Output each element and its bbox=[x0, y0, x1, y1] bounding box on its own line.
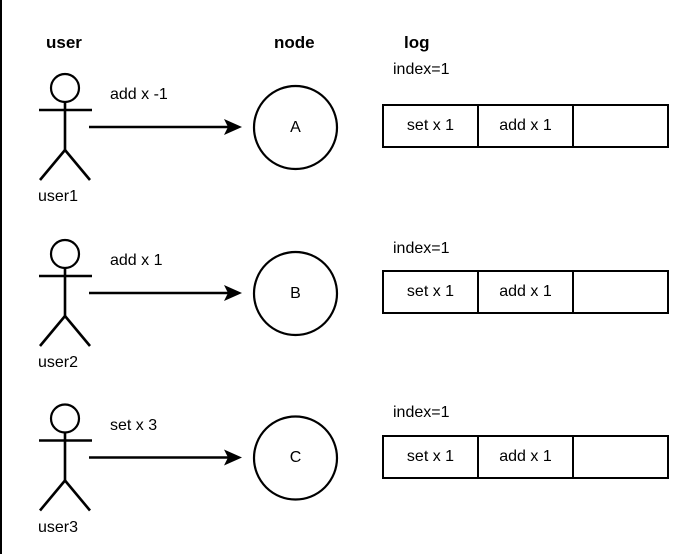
edge-label-row-2: add x 1 bbox=[110, 252, 163, 269]
log-cell[interactable]: add x 1 bbox=[479, 272, 574, 312]
log-table-row-1: set x 1 add x 1 bbox=[382, 104, 669, 148]
actor-figure-user3[interactable] bbox=[37, 403, 94, 512]
arrow-user2-to-node-b bbox=[87, 283, 244, 303]
log-table-row-3: set x 1 add x 1 bbox=[382, 435, 669, 479]
log-table-row-2: set x 1 add x 1 bbox=[382, 270, 669, 314]
node-label-c: C bbox=[289, 449, 302, 466]
column-header-node: node bbox=[274, 33, 315, 52]
column-header-log: log bbox=[404, 33, 430, 52]
node-circle-a[interactable] bbox=[252, 84, 339, 171]
node-label-a: A bbox=[290, 119, 301, 136]
actor-label-user3: user3 bbox=[38, 519, 79, 536]
edge-label-row-1: add x -1 bbox=[110, 86, 168, 103]
actor-label-user1: user1 bbox=[38, 188, 79, 205]
log-cell[interactable]: set x 1 bbox=[384, 106, 479, 146]
log-cell[interactable]: add x 1 bbox=[479, 106, 574, 146]
log-cell[interactable]: set x 1 bbox=[384, 272, 479, 312]
node-circle-c[interactable] bbox=[252, 415, 339, 501]
actor-label-user2: user2 bbox=[38, 354, 79, 371]
index-label-row-2: index=1 bbox=[393, 240, 450, 257]
actor-figure-user1[interactable] bbox=[37, 72, 94, 182]
column-header-user: user bbox=[46, 33, 82, 52]
index-label-row-3: index=1 bbox=[393, 404, 450, 421]
log-cell[interactable]: add x 1 bbox=[479, 437, 574, 477]
node-label-b: B bbox=[290, 285, 301, 302]
edge-label-row-3: set x 3 bbox=[110, 417, 158, 434]
log-cell[interactable] bbox=[574, 272, 667, 312]
node-circle-b[interactable] bbox=[252, 250, 339, 337]
actor-figure-user2[interactable] bbox=[37, 238, 94, 348]
index-label-row-1: index=1 bbox=[393, 61, 450, 78]
arrow-user1-to-node-a bbox=[87, 117, 244, 137]
log-cell[interactable]: set x 1 bbox=[384, 437, 479, 477]
log-cell[interactable] bbox=[574, 106, 667, 146]
arrow-user3-to-node-c bbox=[87, 448, 244, 467]
log-cell[interactable] bbox=[574, 437, 667, 477]
